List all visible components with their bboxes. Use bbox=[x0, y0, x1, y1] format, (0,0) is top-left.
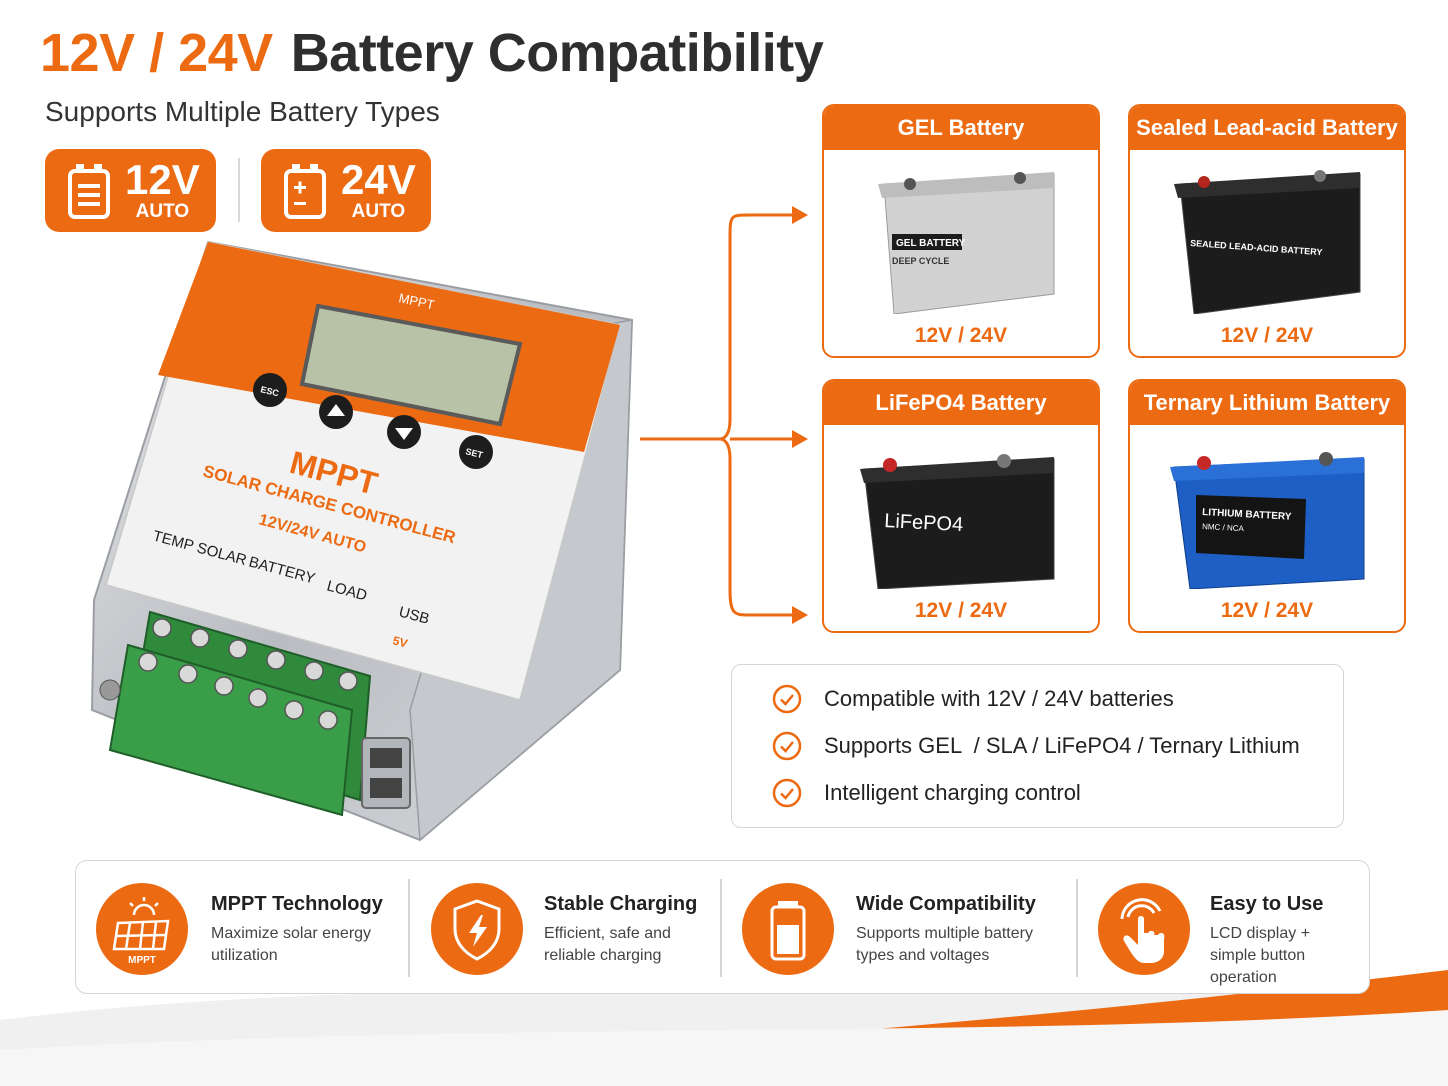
divider bbox=[408, 879, 410, 977]
sla-battery-image: SEALED LEAD-ACID BATTERY bbox=[1174, 170, 1361, 314]
badge-mode: AUTO bbox=[351, 200, 406, 222]
battery-card-title: Ternary Lithium Battery bbox=[1130, 381, 1404, 425]
battery-card-gel: GEL Battery GEL BATTERY DEEP CYCLE 12V /… bbox=[822, 104, 1100, 358]
highlight-easy-to-use: Easy to Use LCD display + simple button … bbox=[1078, 861, 1368, 995]
esc-label: ESC bbox=[260, 384, 281, 398]
battery-card-title: GEL Battery bbox=[824, 106, 1098, 150]
battery-sublabel: NMC / NCA bbox=[1202, 522, 1245, 533]
badge-voltage: 12V bbox=[125, 155, 200, 203]
battery-voltage: 12V / 24V bbox=[914, 599, 1008, 622]
check-circle-icon bbox=[772, 778, 802, 808]
charge-controller-image: MPPT ESC SET MPPT SOLAR CHARGE CONTROLLE… bbox=[90, 240, 634, 842]
feature-text: Intelligent charging control bbox=[824, 780, 1081, 805]
title-voltage: 12V / 24V bbox=[40, 23, 273, 83]
highlight-title: MPPT Technology bbox=[211, 893, 383, 915]
battery-icon bbox=[742, 883, 834, 975]
highlight-desc: Supports multiple battery types and volt… bbox=[856, 925, 1033, 964]
divider bbox=[1076, 879, 1078, 977]
highlight-mppt: MPPT MPPT Technology Maximize solar ener… bbox=[76, 861, 406, 995]
highlight-stable-charging: Stable Charging Efficient, safe and reli… bbox=[410, 861, 720, 995]
features-box: Compatible with 12V / 24V batteries Supp… bbox=[731, 664, 1344, 828]
check-circle-icon bbox=[772, 731, 802, 761]
highlight-wide-compatibility: Wide Compatibility Supports multiple bat… bbox=[722, 861, 1074, 995]
badge-divider bbox=[238, 158, 240, 222]
gel-battery-image: GEL BATTERY DEEP CYCLE bbox=[878, 172, 1055, 314]
battery-voltage: 12V / 24V bbox=[914, 324, 1008, 347]
feature-text: Supports GEL / SLA / LiFePO4 / Ternary L… bbox=[824, 733, 1300, 758]
tap-hand-icon bbox=[1098, 883, 1190, 975]
highlight-desc: LCD display + simple button operation bbox=[1210, 925, 1311, 986]
page-title: 12V / 24V Battery Compatibility bbox=[40, 22, 824, 84]
battery-voltage: 12V / 24V bbox=[1220, 324, 1314, 347]
page-subtitle: Supports Multiple Battery Types bbox=[45, 96, 440, 127]
divider bbox=[720, 879, 722, 977]
solar-panel-icon: MPPT bbox=[96, 883, 188, 975]
battery-card-ternary-lithium: Ternary Lithium Battery LITHIUM BATTERY … bbox=[1128, 379, 1406, 633]
highlight-desc: Maximize solar energy utilization bbox=[211, 925, 372, 964]
highlights-strip: MPPT MPPT Technology Maximize solar ener… bbox=[75, 860, 1370, 994]
set-label: SET bbox=[465, 446, 485, 460]
badge-mode: AUTO bbox=[135, 200, 190, 222]
battery-label: GEL BATTERY bbox=[896, 238, 966, 249]
feature-item: Compatible with 12V / 24V batteries bbox=[772, 684, 1174, 714]
shield-bolt-icon bbox=[431, 883, 523, 975]
highlight-desc: Efficient, safe and reliable charging bbox=[544, 925, 671, 964]
battery-card-title: LiFePO4 Battery bbox=[824, 381, 1098, 425]
title-main: Battery Compatibility bbox=[290, 23, 824, 83]
battery-card-sla: Sealed Lead-acid Battery SEALED LEAD-ACI… bbox=[1128, 104, 1406, 358]
battery-sublabel: DEEP CYCLE bbox=[892, 256, 949, 266]
compatibility-arrows bbox=[640, 206, 808, 624]
highlight-title: Wide Compatibility bbox=[856, 893, 1036, 915]
mppt-icon-label: MPPT bbox=[128, 955, 156, 966]
lithium-battery-image: LITHIUM BATTERY NMC / NCA bbox=[1170, 452, 1365, 589]
usb-voltage: 5V bbox=[391, 633, 409, 650]
lifepo4-battery-image: LiFePO4 bbox=[860, 454, 1055, 589]
battery-plus-minus-icon bbox=[284, 163, 326, 219]
battery-minus-icon bbox=[68, 163, 110, 219]
check-circle-icon bbox=[772, 684, 802, 714]
feature-text: Compatible with 12V / 24V batteries bbox=[824, 686, 1174, 711]
battery-voltage: 12V / 24V bbox=[1220, 599, 1314, 622]
battery-card-lifepo4: LiFePO4 Battery LiFePO4 12V / 24V bbox=[822, 379, 1100, 633]
battery-label: LiFePO4 bbox=[884, 510, 964, 536]
highlight-title: Stable Charging bbox=[544, 893, 698, 915]
battery-label: LITHIUM BATTERY bbox=[1202, 507, 1292, 523]
battery-card-title: Sealed Lead-acid Battery bbox=[1130, 106, 1404, 150]
feature-item: Intelligent charging control bbox=[772, 778, 1081, 808]
controller-brand-small: MPPT bbox=[397, 290, 435, 312]
feature-item: Supports GEL / SLA / LiFePO4 / Ternary L… bbox=[772, 731, 1300, 761]
highlight-title: Easy to Use bbox=[1210, 893, 1324, 915]
badge-voltage: 24V bbox=[341, 155, 416, 203]
